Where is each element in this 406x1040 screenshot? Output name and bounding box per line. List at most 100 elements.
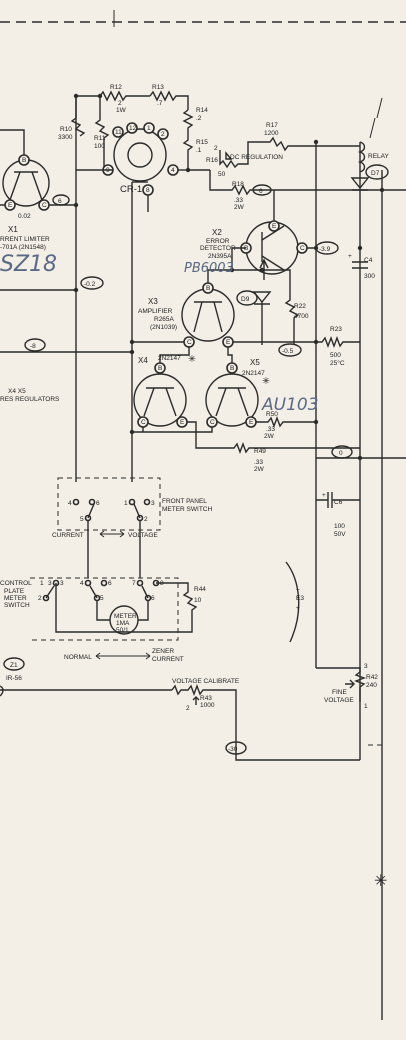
dc-regulation-label: DC REGULATION xyxy=(230,154,283,161)
d9-diode xyxy=(252,291,272,345)
x4-pin-e-label: E xyxy=(180,419,185,426)
x1-pin-e-label: E xyxy=(8,202,13,209)
star-mark-bottom: ✳ xyxy=(374,873,387,890)
r12-value-2: 1W xyxy=(116,107,127,114)
x5-leads xyxy=(215,387,249,417)
x2-handwritten: PB6003 xyxy=(184,261,234,276)
cp-pin-4: 4 xyxy=(80,580,84,587)
r23-value-1: 500 xyxy=(330,352,341,359)
r17-value: 1200 xyxy=(264,130,279,137)
node-d9 xyxy=(236,290,258,306)
node-minus-8-label: -8 xyxy=(30,343,36,350)
zener-label-1: ZENER xyxy=(152,648,174,655)
x3-leads xyxy=(193,301,223,333)
d9-label: D9 xyxy=(241,296,250,303)
x3-desc-2: R265A xyxy=(154,316,175,323)
x2-pin-b-label: B xyxy=(244,245,248,252)
r42-fine-resistor xyxy=(316,667,366,702)
x3-pin-b-label: B xyxy=(206,285,210,292)
r22-label: R22 xyxy=(294,303,306,310)
r49-label: R49 xyxy=(254,448,266,455)
r10-resistor xyxy=(70,96,86,137)
cr1-pin-11: 11 xyxy=(115,129,122,136)
cp-pin-6: 6 xyxy=(108,580,112,587)
r16-value: 50 xyxy=(218,171,226,178)
node-minus-0-2-label: -0.2 xyxy=(84,281,96,288)
node-z1 xyxy=(3,657,25,671)
r12-r13-wire xyxy=(76,90,189,110)
node-minus-30-label: -30 xyxy=(228,746,238,753)
star-mark-x4: ✳ xyxy=(188,354,196,365)
control-label-4: SWITCH xyxy=(4,602,30,609)
r42-pin-1: 1 xyxy=(364,703,368,710)
r14-r15-wire xyxy=(182,109,194,168)
cp-pin-3b: 3 xyxy=(60,580,64,587)
e3-label: E3 xyxy=(296,595,304,602)
c4-capacitor xyxy=(352,261,368,269)
cr1-pin-12: 12 xyxy=(129,125,137,132)
meter-wires xyxy=(96,601,149,621)
r44-value: 10 xyxy=(194,597,202,604)
x5-type: 2N2147 xyxy=(242,370,265,377)
cp-pin-8: 8 xyxy=(160,580,164,587)
r18-rail xyxy=(209,170,406,196)
node-3-9-label: -3.9 xyxy=(319,246,331,253)
star-mark-x5: ✳ xyxy=(262,376,270,387)
x5-handwritten: AU103 xyxy=(261,395,319,415)
r44-label: R44 xyxy=(194,586,206,593)
r43-calibrate-wire xyxy=(171,684,360,761)
x1-desc-2: -701A (2N1548) xyxy=(0,244,46,251)
node-6-right-label: 6 xyxy=(259,188,263,195)
cp-pin-2: 2 xyxy=(38,595,42,602)
r50-value-1: .33 xyxy=(266,426,275,433)
e3-arc xyxy=(285,561,300,643)
r10-label: R10 xyxy=(60,126,72,133)
meter-label-3: 50/1 xyxy=(116,627,129,634)
relay-coil xyxy=(357,141,366,173)
cp-pin-1: 1 xyxy=(40,580,44,587)
fp-pin-2: 2 xyxy=(144,516,148,523)
c6-plus: + xyxy=(322,492,326,499)
x5-pin-e-label: E xyxy=(249,419,254,426)
x1-name: X1 xyxy=(8,225,18,234)
front-panel-switch-outline xyxy=(57,477,161,531)
relay-label: RELAY xyxy=(368,153,389,160)
control-label-1: CONTROL xyxy=(0,580,32,587)
cr1-center xyxy=(127,142,153,168)
normal-zener-arrow xyxy=(95,652,151,660)
r42-pin-3: 3 xyxy=(364,663,368,670)
r14-label: R14 xyxy=(196,107,208,114)
r23-thermistor xyxy=(316,336,360,348)
cr1-pin-1: 1 xyxy=(147,125,151,132)
e3-minus: − xyxy=(296,587,300,594)
fp-pin-3: 3 xyxy=(151,500,155,507)
node-minus-8 xyxy=(24,338,46,352)
c4-label: C4 xyxy=(364,257,373,264)
x1-desc-1: RRENT LIMITER xyxy=(0,236,50,243)
x4-leads xyxy=(143,387,177,417)
fine-label-1: FINE xyxy=(332,689,347,696)
node-d7 xyxy=(365,164,389,180)
series-reg-1: X4 X5 xyxy=(8,388,26,395)
x2-pin-c-label: C xyxy=(300,245,305,252)
meter-label-2: 1MA xyxy=(116,620,130,627)
r50-resistor xyxy=(256,416,316,428)
x3-pin-e-label: E xyxy=(226,339,231,346)
x4-pin-b-label: B xyxy=(158,365,162,372)
x2-desc-2: DETECTOR xyxy=(200,245,236,252)
voltage-label: VOLTAGE xyxy=(128,532,158,539)
front-panel-label-2: METER SWITCH xyxy=(162,506,212,513)
x2-leads xyxy=(261,225,285,271)
r18-value-2: 2W xyxy=(234,204,245,211)
r12-label: R12 xyxy=(110,84,122,91)
voltage-calibrate-label: VOLTAGE CALIBRATE xyxy=(172,678,240,685)
r11-resistor xyxy=(94,96,110,168)
meter-label-1: METER xyxy=(114,613,137,620)
zener-label-2: CURRENT xyxy=(152,656,184,663)
d7-label: D7 xyxy=(371,170,380,177)
control-label-3: METER xyxy=(4,595,27,602)
c6-value-2: 50V xyxy=(334,531,346,538)
x2-pin-e-label: E xyxy=(272,223,277,230)
